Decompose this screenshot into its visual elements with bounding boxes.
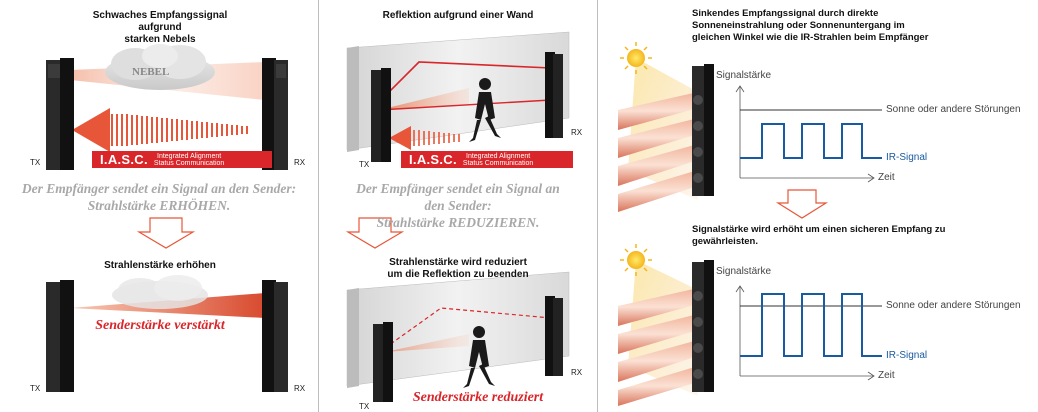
tx-label: TX	[359, 160, 370, 169]
arrow-down-icon	[136, 217, 196, 249]
x-axis-label-2: Zeit	[878, 370, 895, 381]
person-walking-icon	[469, 78, 501, 142]
title-line: Strahlenstärke wird reduziert	[389, 257, 527, 268]
y-axis-label: Signalstärke	[716, 70, 772, 81]
title-line: aufgrund	[138, 22, 182, 33]
tx-label: TX	[30, 158, 41, 167]
tx-sensor-pole-2	[46, 280, 74, 392]
tx-label-2: TX	[359, 402, 370, 411]
iasc-badge: I.A.S.C. Integrated Alignment Status Com…	[401, 151, 573, 168]
message-line: Der Empfänger sendet ein Signal an	[356, 181, 560, 196]
rx-label-2: RX	[294, 384, 306, 393]
iasc-line: Integrated Alignment	[466, 152, 531, 160]
panel-wall: Reflektion aufgrund einer Wand	[319, 0, 597, 412]
rx-sensor-pole	[692, 64, 714, 196]
ir-beam-tubes-2	[618, 288, 698, 406]
arrow-down-icon	[345, 217, 405, 249]
rx-sensor-pole	[262, 58, 288, 170]
sun-noise-label: Sonne oder andere Störungen	[886, 104, 1021, 115]
rx-label: RX	[571, 128, 583, 137]
iasc-big-text: I.A.S.C.	[409, 152, 457, 167]
fog-result-title: Strahlenstärke erhöhen	[104, 260, 216, 271]
ir-signal-label-2: IR-Signal	[886, 350, 928, 361]
wall-message: Der Empfänger sendet ein Signal an den S…	[319, 180, 597, 231]
person-walking-icon-2	[463, 326, 495, 388]
tx-sensor-pole-2	[373, 322, 393, 402]
iasc-small-text: Integrated Alignment Status Communicatio…	[154, 153, 230, 167]
title-line: gleichen Winkel wie die IR-Strahlen beim…	[692, 32, 929, 43]
ir-signal-wave	[740, 293, 882, 357]
iasc-line: Status Communication	[153, 159, 225, 167]
iasc-line: Integrated Alignment	[157, 152, 222, 160]
iasc-line: Status Communication	[462, 159, 534, 167]
rx-sensor-pole	[545, 52, 563, 138]
ir-signal-label: IR-Signal	[886, 152, 928, 163]
message-line: Strahlstärke ERHÖHEN.	[87, 198, 231, 213]
rx-sensor-pole-2	[262, 280, 288, 392]
panel-wall-title: Reflektion aufgrund einer Wand	[382, 10, 534, 21]
reflection-line-dashed	[384, 307, 552, 349]
fog-cloud	[105, 44, 215, 90]
fog-result-text: Senderstärke verstärkt	[95, 318, 225, 333]
title-line: Sonneneinstrahlung oder Sonnenuntergang …	[692, 20, 905, 31]
iasc-badge: I.A.S.C. Integrated Alignment Status Com…	[92, 151, 272, 168]
rx-label-2: RX	[571, 368, 583, 377]
panel-sun: Sinkendes Empfangssignal durch direkte S…	[598, 0, 1038, 412]
sun-icon	[620, 42, 652, 74]
title-line: Schwaches Empfangssignal	[92, 10, 228, 21]
tx-sensor-pole	[371, 68, 391, 162]
tx-label-2: TX	[30, 384, 41, 393]
rx-label: RX	[294, 158, 306, 167]
divider	[597, 0, 598, 412]
return-signal-arrow	[389, 126, 460, 150]
rx-sensor-pole-2	[545, 296, 563, 376]
wall-result-title: Strahlenstärke wird reduziert um die Ref…	[339, 257, 577, 281]
title-line: Signalstärke wird erhöht um einen sicher…	[692, 224, 946, 235]
divider	[318, 0, 319, 412]
wall-scene-graphic	[345, 31, 570, 402]
tx-sensor-pole	[46, 58, 74, 170]
ir-signal-wave	[740, 123, 882, 159]
sun-result-title: Signalstärke wird erhöht um einen sicher…	[692, 224, 1022, 248]
panel-fog: Schwaches Empfangssignal aufgrund starke…	[0, 0, 318, 412]
iasc-big-text: I.A.S.C.	[100, 152, 148, 167]
iasc-small-text: Integrated Alignment Status Communicatio…	[463, 153, 539, 167]
signal-chart-top	[735, 85, 882, 183]
arrow-down-icon	[775, 189, 829, 219]
fog-cloud-2	[112, 275, 208, 309]
fog-message: Der Empfänger sendet ein Signal an den S…	[0, 180, 318, 214]
title-line: um die Reflektion zu beenden	[387, 269, 529, 280]
title-line: gewährleisten.	[692, 236, 758, 247]
reflection-line	[378, 61, 552, 103]
message-line: Der Empfänger sendet ein Signal an den S…	[21, 181, 297, 196]
fog-label: NEBEL	[132, 66, 170, 78]
message-line: den Sender:	[424, 198, 492, 213]
title-line: starken Nebels	[124, 34, 196, 45]
y-axis-label-2: Signalstärke	[716, 266, 772, 277]
panel-sun-title: Sinkendes Empfangssignal durch direkte S…	[692, 8, 1022, 44]
wall-result-text: Senderstärke reduziert	[412, 390, 544, 405]
fog-scene-graphic	[46, 44, 288, 392]
signal-chart-bottom	[735, 285, 882, 381]
message-line: Strahlstärke REDUZIEREN.	[376, 215, 540, 230]
sun-scene-graphic	[618, 42, 882, 406]
title-line: Sinkendes Empfangssignal durch direkte	[692, 8, 879, 19]
ir-beam-tubes	[618, 92, 698, 212]
ir-beam	[379, 88, 469, 110]
panel-fog-title: Schwaches Empfangssignal aufgrund starke…	[60, 10, 260, 46]
sun-noise-label-2: Sonne oder andere Störungen	[886, 300, 1021, 311]
rx-sensor-pole-2	[692, 260, 714, 392]
x-axis-label: Zeit	[878, 172, 895, 183]
sun-icon-2	[620, 244, 652, 276]
return-signal-arrow	[72, 108, 248, 152]
